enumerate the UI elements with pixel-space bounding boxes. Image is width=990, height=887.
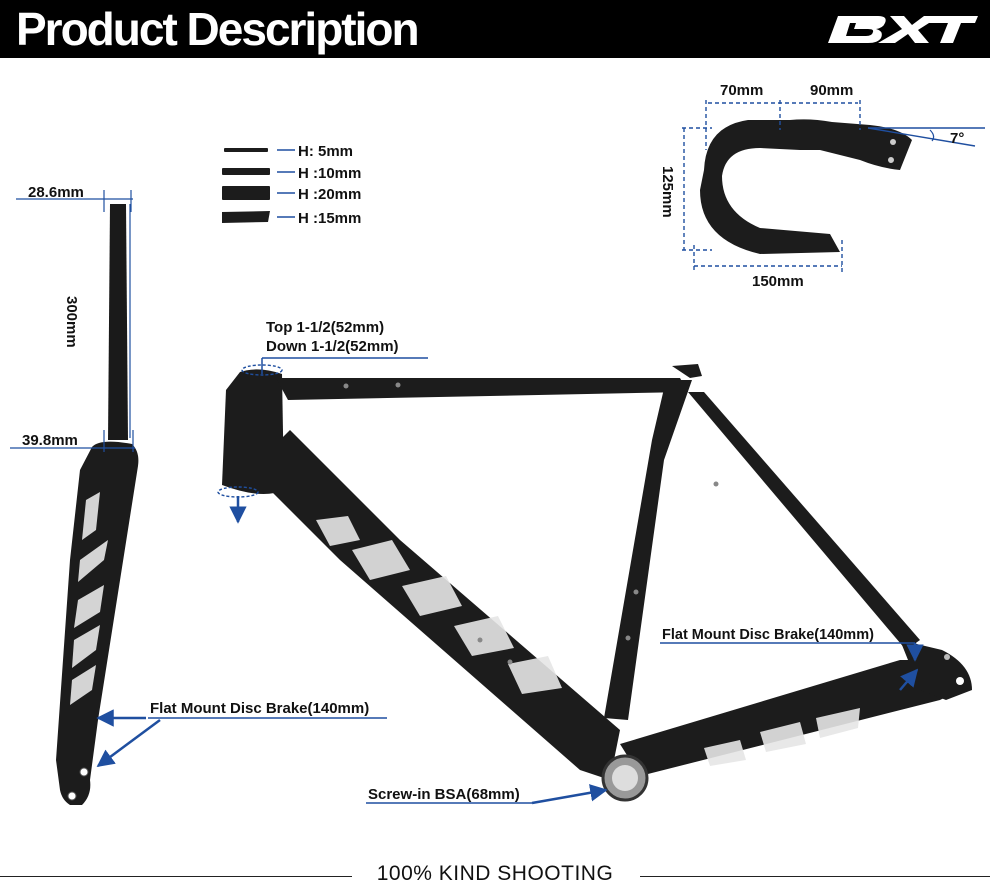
- frame-bb-bore: [612, 765, 638, 791]
- frame-chain-stay: [620, 660, 960, 776]
- handlebar-shape: [700, 119, 912, 254]
- handlebar-bolt-1: [890, 139, 896, 145]
- handlebar-reach-a-label: 70mm: [720, 82, 763, 99]
- footer-line-right: [640, 876, 990, 877]
- fork-blades: [56, 441, 139, 805]
- spacer-label-5: H: 5mm: [298, 143, 353, 160]
- headset-top-ring: [241, 364, 283, 376]
- fork-top-diameter-label: 28.6mm: [28, 184, 84, 201]
- fork: 28.6mm 39.8mm 300mm Flat Mount Disc Brak…: [10, 184, 387, 805]
- handlebar-angle-label: 7°: [950, 130, 964, 147]
- rear-brake-label: Flat Mount Disc Brake(140mm): [662, 627, 874, 643]
- spacer-20mm-shape: [222, 186, 270, 200]
- page-title: Product Description: [16, 3, 420, 55]
- handlebar-width-label: 150mm: [752, 273, 804, 290]
- fork-bottom-diameter-label: 39.8mm: [22, 432, 78, 449]
- spacer-label-15: H :15mm: [298, 210, 361, 227]
- fork-dropout: [67, 791, 77, 801]
- fork-steerer-length-label: 300mm: [63, 296, 80, 348]
- frame-seat-tube: [604, 380, 692, 720]
- frame: Top 1-1/2(52mm) Down 1-1/2(52mm) Flat Mo…: [217, 319, 972, 805]
- spacer-5mm-shape: [224, 148, 268, 152]
- frame-seat-stay: [688, 392, 920, 650]
- frame-seat-clamp: [672, 364, 702, 378]
- spacer-label-20: H :20mm: [298, 186, 361, 203]
- handlebar-bolt-2: [888, 157, 894, 163]
- fork-graphic: [70, 492, 108, 705]
- frame-axle-hole: [956, 677, 964, 685]
- handlebar: 70mm 90mm 7° 125mm 150mm: [659, 82, 985, 290]
- frame-dropout-bolt: [944, 654, 950, 660]
- footer-caption: 100% KIND SHOOTING: [376, 862, 614, 885]
- frame-graphic: [316, 516, 860, 766]
- fork-brake-label: Flat Mount Disc Brake(140mm): [150, 700, 369, 717]
- handlebar-reach-b-label: 90mm: [810, 82, 853, 99]
- spacer-10mm-shape: [222, 168, 270, 175]
- frame-top-tube: [276, 378, 688, 400]
- spacer-15mm-shape: [222, 211, 270, 223]
- spacer-set: H: 5mm H :10mm H :20mm H :15mm: [222, 143, 361, 227]
- fork-mount-hole: [79, 767, 89, 777]
- bottom-bracket-label: Screw-in BSA(68mm): [368, 786, 520, 803]
- headset-top-label: Top 1-1/2(52mm): [266, 319, 384, 336]
- header-bar: Product Description: [0, 0, 990, 58]
- fork-steerer: [108, 204, 128, 440]
- spacer-label-10: H :10mm: [298, 165, 361, 182]
- footer-line-left: [0, 876, 352, 877]
- handlebar-drop-label: 125mm: [659, 166, 676, 218]
- brand-logo: [828, 16, 978, 43]
- frame-bolts: [343, 382, 719, 665]
- headset-down-label: Down 1-1/2(52mm): [266, 338, 399, 355]
